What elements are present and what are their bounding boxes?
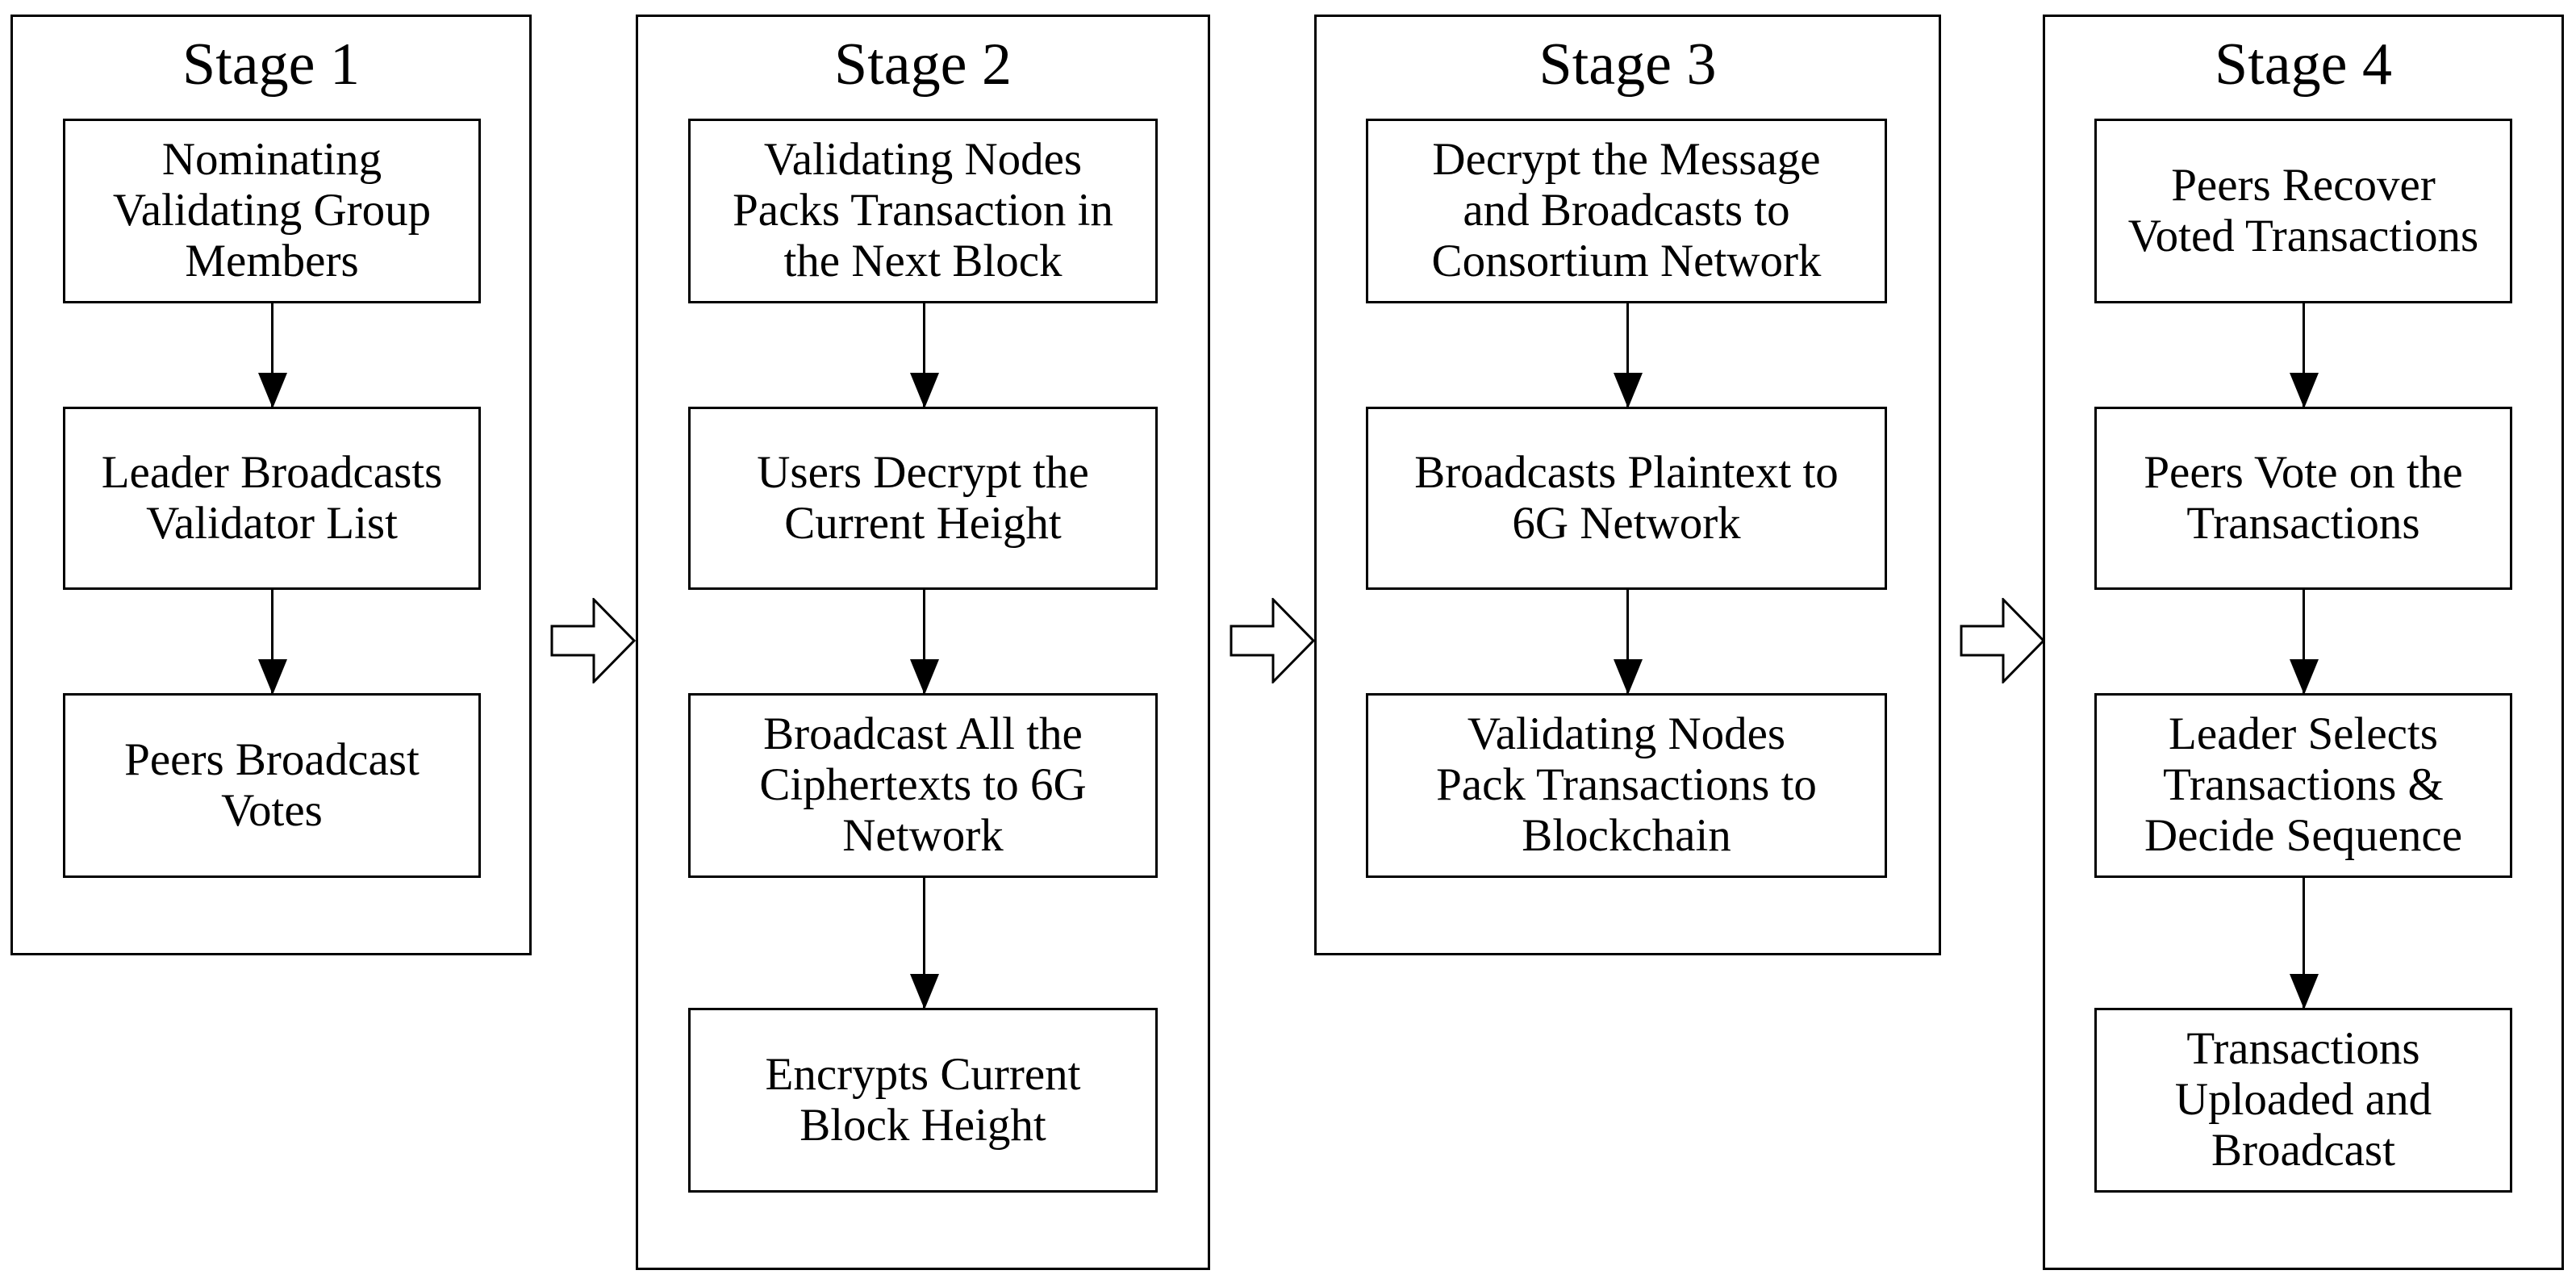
stage-2-step-1: Validating Nodes Packs Transaction in th… (688, 119, 1158, 303)
stage-2-step-3: Broadcast All the Ciphertexts to 6G Netw… (688, 693, 1158, 878)
stage-transition-arrow-1 (550, 598, 636, 683)
stage-transition-arrow-3 (1960, 598, 2045, 683)
stage-2-step-3-label: Broadcast All the Ciphertexts to 6G Netw… (759, 708, 1087, 861)
stage-3-arrow-1 (1626, 303, 1629, 407)
stage-1-arrow-2 (271, 590, 273, 693)
stage-4-step-2: Peers Vote on the Transactions (2094, 407, 2512, 590)
stage-3-step-1-label: Decrypt the Message and Broadcasts to Co… (1431, 134, 1822, 286)
stage-1-arrow-1 (271, 303, 273, 407)
stage-4-step-1: Peers Recover Voted Transactions (2094, 119, 2512, 303)
stage-3-step-2-label: Broadcasts Plaintext to 6G Network (1414, 446, 1839, 549)
stage-2-step-1-label: Validating Nodes Packs Transaction in th… (733, 134, 1113, 286)
stage-2-step-2-label: Users Decrypt the Current Height (757, 446, 1089, 549)
stage-2-step-4: Encrypts Current Block Height (688, 1008, 1158, 1193)
stage-3-step-3: Validating Nodes Pack Transactions to Bl… (1366, 693, 1887, 878)
stage-1-step-1-label: Nominating Validating Group Members (112, 134, 432, 286)
stage-3-step-1: Decrypt the Message and Broadcasts to Co… (1366, 119, 1887, 303)
stage-2-arrow-1 (923, 303, 925, 407)
stage-2-title: Stage 2 (834, 31, 1012, 98)
stage-3-step-3-label: Validating Nodes Pack Transactions to Bl… (1436, 708, 1817, 861)
stage-1-step-3-label: Peers Broadcast Votes (124, 733, 420, 836)
stage-2-step-4-label: Encrypts Current Block Height (765, 1048, 1081, 1151)
stage-4-step-3-label: Leader Selects Transactions & Decide Seq… (2144, 708, 2463, 861)
stage-3-arrow-2 (1626, 590, 1629, 693)
stage-4-step-4-label: Transactions Uploaded and Broadcast (2174, 1023, 2432, 1176)
stage-1-step-1: Nominating Validating Group Members (63, 119, 481, 303)
stage-4-arrow-3 (2303, 878, 2305, 1008)
stage-1-step-2: Leader Broadcasts Validator List (63, 407, 481, 590)
stage-transition-arrow-2 (1230, 598, 1315, 683)
stage-4-title: Stage 4 (2215, 31, 2392, 98)
stage-2-step-2: Users Decrypt the Current Height (688, 407, 1158, 590)
stage-1-step-3: Peers Broadcast Votes (63, 693, 481, 878)
stage-3-step-2: Broadcasts Plaintext to 6G Network (1366, 407, 1887, 590)
stage-2-arrow-2 (923, 590, 925, 693)
stage-4-step-3: Leader Selects Transactions & Decide Seq… (2094, 693, 2512, 878)
stage-4-arrow-1 (2303, 303, 2305, 407)
stage-4-step-4: Transactions Uploaded and Broadcast (2094, 1008, 2512, 1193)
stage-4-step-1-label: Peers Recover Voted Transactions (2127, 159, 2479, 261)
stage-3-title: Stage 3 (1539, 31, 1717, 98)
stage-4-step-2-label: Peers Vote on the Transactions (2144, 446, 2463, 549)
stage-1-step-2-label: Leader Broadcasts Validator List (101, 446, 443, 549)
stage-4-arrow-2 (2303, 590, 2305, 693)
stage-1-title: Stage 1 (182, 31, 360, 98)
stage-2-arrow-3 (923, 878, 925, 1008)
